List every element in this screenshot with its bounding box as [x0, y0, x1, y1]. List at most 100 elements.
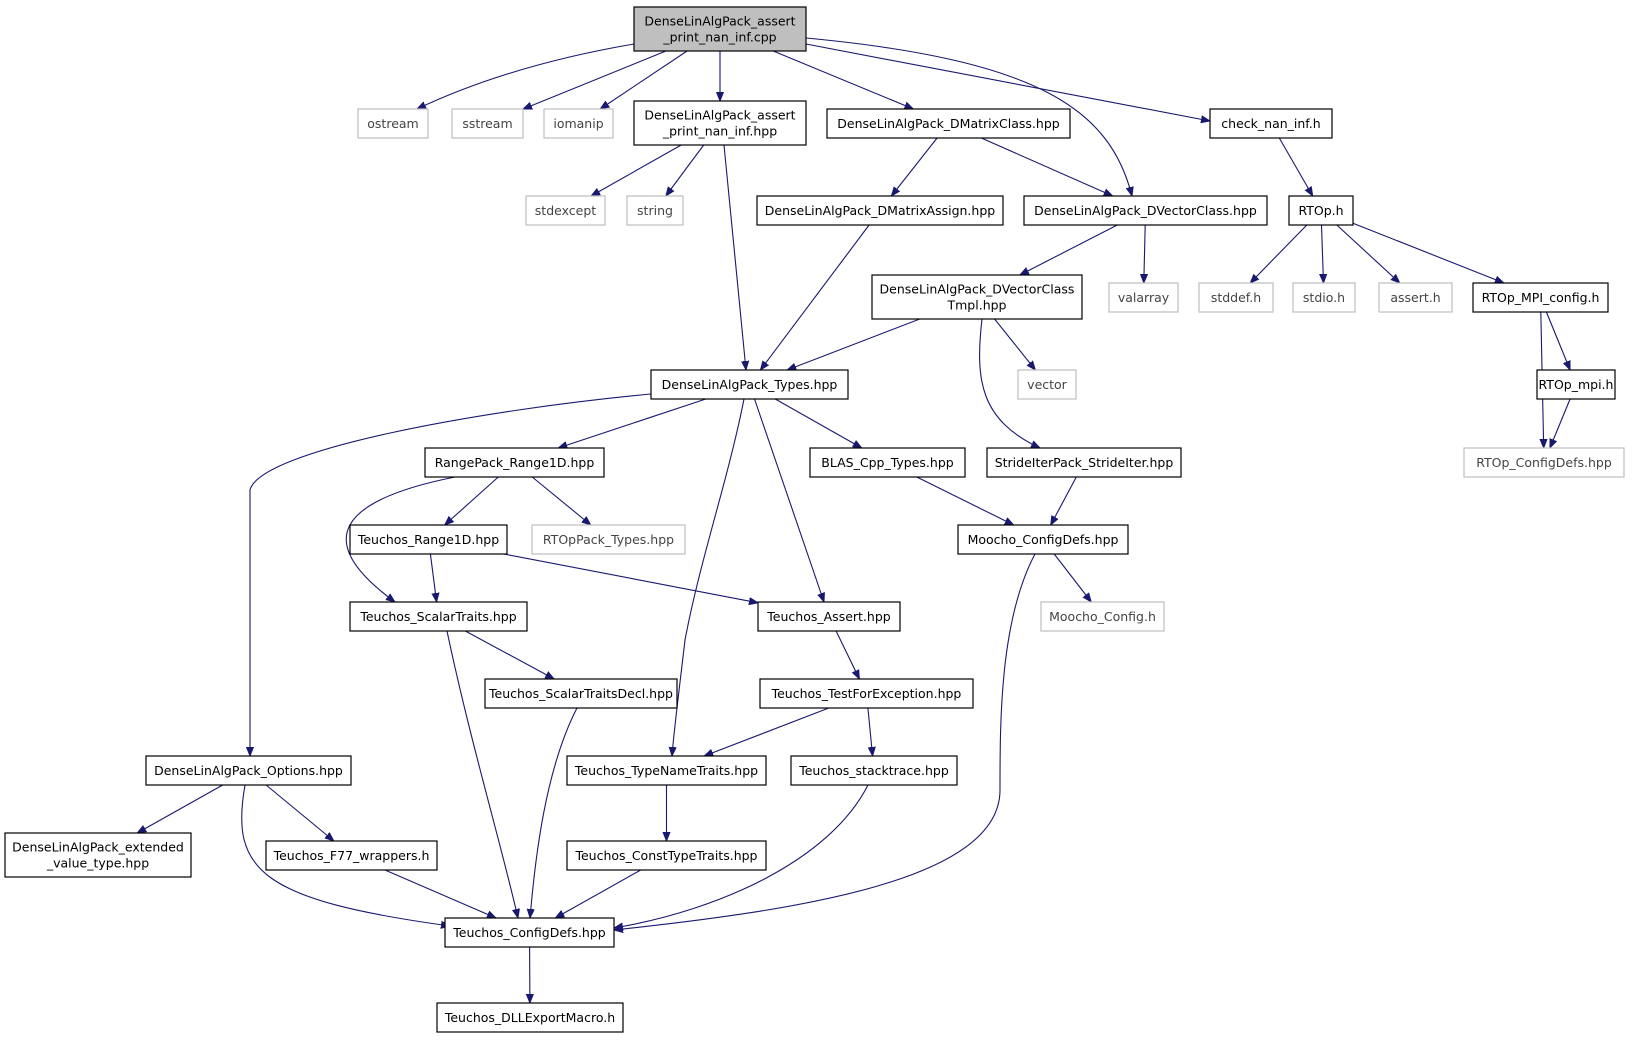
node-box-moocho_configdefs	[957, 524, 1129, 555]
node-f77wrappers[interactable]: Teuchos_F77_wrappers.h	[265, 840, 438, 871]
node-box-stdexcept	[525, 195, 606, 226]
node-dmatrixclass[interactable]: DenseLinAlgPack_DMatrixClass.hpp	[826, 108, 1071, 139]
node-blas[interactable]: BLAS_Cpp_Types.hpp	[809, 447, 966, 478]
edge-types-to-options	[250, 393, 652, 756]
edge-check_nan_inf-to-rtop_h	[1278, 137, 1312, 196]
node-box-strideiter	[986, 447, 1182, 478]
node-box-testforexception	[759, 678, 974, 709]
node-box-root	[633, 6, 807, 52]
node-box-blas	[809, 447, 966, 478]
node-assert_hpp[interactable]: DenseLinAlgPack_assert_print_nan_inf.hpp	[633, 100, 807, 146]
node-box-range1d	[424, 447, 605, 478]
node-label-assert_hpp-0: DenseLinAlgPack_assert	[644, 108, 795, 123]
edge-dmatrixclass-to-dvectorclass	[981, 137, 1112, 197]
node-check_nan_inf[interactable]: check_nan_inf.h	[1209, 108, 1333, 139]
node-label-teuchos_assert-0: Teuchos_Assert.hpp	[766, 609, 890, 624]
node-rtop_h[interactable]: RTOp.h	[1288, 195, 1354, 226]
edge-rtop_mpi_config-to-rtop_mpi	[1545, 311, 1571, 370]
node-label-testforexception-0: Teuchos_TestForException.hpp	[771, 686, 962, 701]
node-label-root-1: _print_nan_inf.cpp	[662, 30, 776, 45]
node-testforexception[interactable]: Teuchos_TestForException.hpp	[759, 678, 974, 709]
node-scalartraits[interactable]: Teuchos_ScalarTraits.hpp	[349, 601, 528, 632]
node-teuchos_configdefs[interactable]: Teuchos_ConfigDefs.hpp	[444, 917, 615, 948]
edge-dvectorclass-to-valarray	[1144, 224, 1145, 283]
edge-consttypetraits-to-teuchos_configdefs	[555, 869, 641, 918]
node-box-ostream	[357, 108, 429, 139]
node-label-rtop_mpi_config-0: RTOp_MPI_config.h	[1482, 290, 1600, 305]
edge-testforexception-to-typenametraits	[704, 707, 829, 756]
node-label-range1d-0: RangePack_Range1D.hpp	[435, 455, 595, 470]
node-stacktrace[interactable]: Teuchos_stacktrace.hpp	[790, 755, 958, 786]
node-moocho_configdefs[interactable]: Moocho_ConfigDefs.hpp	[957, 524, 1129, 555]
node-label-types-0: DenseLinAlgPack_Types.hpp	[662, 377, 838, 392]
node-types[interactable]: DenseLinAlgPack_Types.hpp	[650, 369, 849, 400]
edge-types-to-typenametraits	[672, 398, 745, 756]
node-box-dvectortmpl	[871, 274, 1083, 320]
node-label-extended_value-0: DenseLinAlgPack_extended	[12, 840, 184, 855]
node-strideiter[interactable]: StrideIterPack_StrideIter.hpp	[986, 447, 1182, 478]
node-box-scalartraits	[349, 601, 528, 632]
node-rtop_mpi[interactable]: RTOp_mpi.h	[1536, 369, 1616, 400]
node-box-stacktrace	[790, 755, 958, 786]
edge-scalartraitsdecl-to-teuchos_configdefs	[530, 707, 578, 918]
node-consttypetraits[interactable]: Teuchos_ConstTypeTraits.hpp	[566, 840, 767, 871]
node-stddef: stddef.h	[1198, 282, 1274, 313]
node-label-moocho_config-0: Moocho_Config.h	[1049, 609, 1156, 624]
edge-rtop_mpi-to-rtop_configdefs	[1549, 398, 1571, 448]
edge-assert_hpp-to-stdexcept	[591, 144, 682, 196]
node-label-dvectortmpl-0: DenseLinAlgPack_DVectorClass	[880, 282, 1075, 297]
node-box-rtop_h	[1288, 195, 1354, 226]
node-label-moocho_configdefs-0: Moocho_ConfigDefs.hpp	[968, 532, 1119, 547]
node-rtop_mpi_config[interactable]: RTOp_MPI_config.h	[1472, 282, 1609, 313]
node-box-rtop_configdefs	[1463, 447, 1625, 478]
node-label-rtoppack_types-0: RTOpPack_Types.hpp	[543, 532, 674, 547]
node-options[interactable]: DenseLinAlgPack_Options.hpp	[145, 755, 352, 786]
node-scalartraitsdecl[interactable]: Teuchos_ScalarTraitsDecl.hpp	[484, 678, 678, 709]
node-box-scalartraitsdecl	[484, 678, 678, 709]
node-label-dvectortmpl-1: Tmpl.hpp	[947, 298, 1007, 313]
node-box-check_nan_inf	[1209, 108, 1333, 139]
edge-options-to-extended_value	[137, 784, 223, 833]
node-label-dmatrixassign-0: DenseLinAlgPack_DMatrixAssign.hpp	[765, 203, 995, 218]
node-label-dvectorclass-0: DenseLinAlgPack_DVectorClass.hpp	[1034, 203, 1257, 218]
node-label-stacktrace-0: Teuchos_stacktrace.hpp	[798, 763, 949, 778]
node-root[interactable]: DenseLinAlgPack_assert_print_nan_inf.cpp	[633, 6, 807, 52]
node-dmatrixassign[interactable]: DenseLinAlgPack_DMatrixAssign.hpp	[756, 195, 1004, 226]
node-label-strideiter-0: StrideIterPack_StrideIter.hpp	[995, 455, 1174, 470]
edge-assert_hpp-to-string	[666, 144, 705, 196]
edges-layer	[137, 37, 1571, 1003]
node-extended_value[interactable]: DenseLinAlgPack_extended_value_type.hpp	[4, 832, 192, 878]
node-dllexport[interactable]: Teuchos_DLLExportMacro.h	[436, 1002, 624, 1033]
node-vector: vector	[1017, 369, 1077, 400]
edge-dvectortmpl-to-strideiter	[979, 318, 1040, 448]
edge-dvectortmpl-to-vector	[994, 318, 1036, 370]
node-box-options	[145, 755, 352, 786]
node-typenametraits[interactable]: Teuchos_TypeNameTraits.hpp	[566, 755, 767, 786]
edge-blas-to-moocho_configdefs	[916, 476, 1014, 525]
node-label-options-0: DenseLinAlgPack_Options.hpp	[154, 763, 343, 778]
node-box-valarray	[1108, 282, 1179, 313]
edge-rtop_h-to-stddef	[1250, 224, 1308, 283]
node-label-rtop_configdefs-0: RTOp_ConfigDefs.hpp	[1476, 455, 1612, 470]
node-label-f77wrappers-0: Teuchos_F77_wrappers.h	[273, 848, 430, 863]
node-rtoppack_types: RTOpPack_Types.hpp	[531, 524, 686, 555]
edge-scalartraits-to-scalartraitsdecl	[465, 630, 554, 679]
node-dvectorclass[interactable]: DenseLinAlgPack_DVectorClass.hpp	[1023, 195, 1268, 226]
node-teuchos_assert[interactable]: Teuchos_Assert.hpp	[757, 601, 901, 632]
node-teuchos_range1d[interactable]: Teuchos_Range1D.hpp	[349, 524, 508, 555]
node-box-f77wrappers	[265, 840, 438, 871]
node-box-teuchos_assert	[757, 601, 901, 632]
edge-options-to-teuchos_configdefs	[241, 784, 450, 926]
edge-moocho_configdefs-to-teuchos_configdefs	[614, 553, 1036, 930]
node-box-teuchos_configdefs	[444, 917, 615, 948]
edge-rtop_h-to-assert_h	[1336, 224, 1400, 283]
node-range1d[interactable]: RangePack_Range1D.hpp	[424, 447, 605, 478]
node-iomanip: iomanip	[543, 108, 614, 139]
node-label-rtop_h-0: RTOp.h	[1298, 203, 1343, 218]
node-label-rtop_mpi-0: RTOp_mpi.h	[1539, 377, 1614, 392]
edge-options-to-f77wrappers	[265, 784, 334, 841]
node-box-string	[626, 195, 684, 226]
node-box-dmatrixclass	[826, 108, 1071, 139]
